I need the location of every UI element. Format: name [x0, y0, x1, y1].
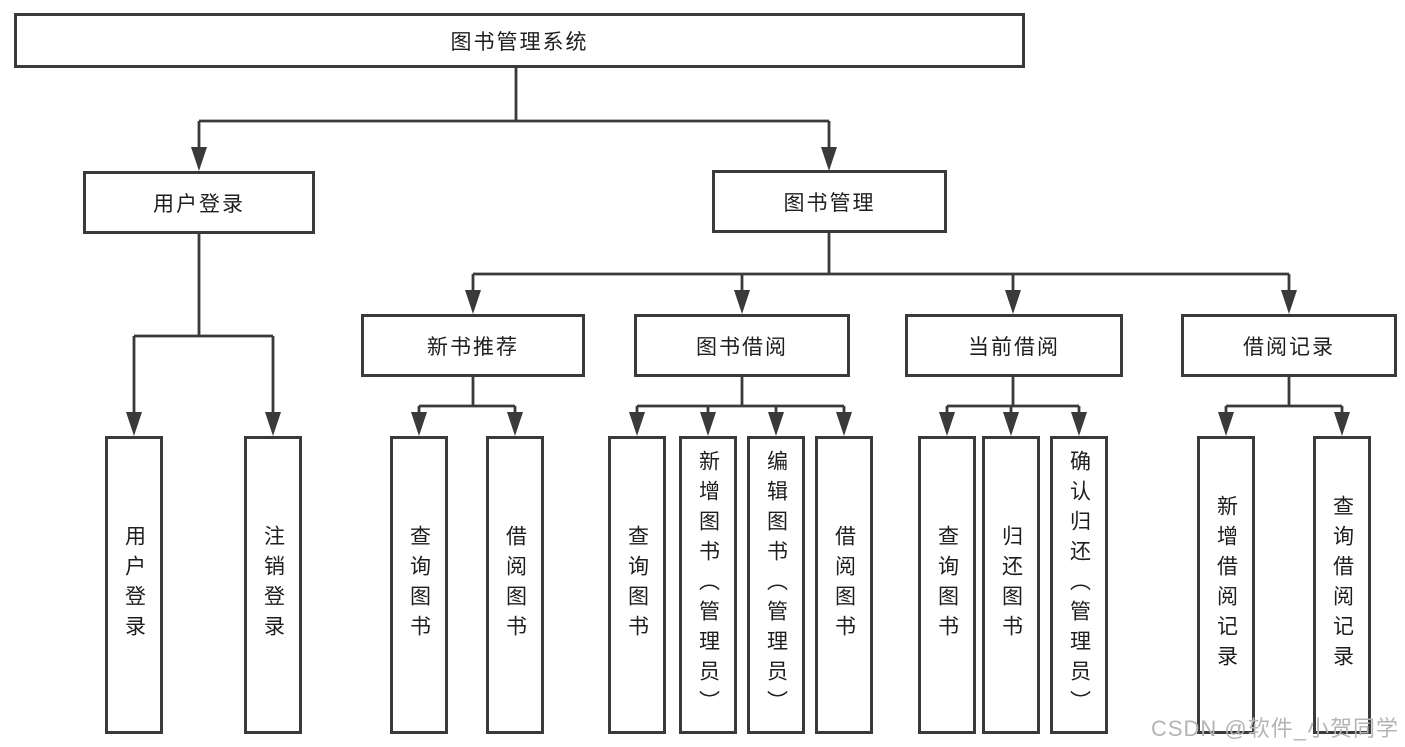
node-book-borrow: 图书借阅 — [634, 314, 850, 377]
arrowhead-icon — [939, 412, 955, 436]
arrowhead-icon — [629, 412, 645, 436]
leaf-edit-book-admin: 编辑图书（管理员） — [747, 436, 805, 734]
csdn-watermark: CSDN @软件_小贺同学 — [1150, 716, 1399, 741]
leaf-confirm-return-admin: 确认归还（管理员） — [1050, 436, 1108, 734]
node-user-login: 用户登录 — [83, 171, 315, 234]
arrowhead-icon — [507, 412, 523, 436]
arrowhead-icon — [1218, 412, 1234, 436]
leaf-return-book: 归还图书 — [982, 436, 1040, 734]
node-borrow-record: 借阅记录 — [1181, 314, 1397, 377]
leaf-borrow-book: 借阅图书 — [815, 436, 873, 734]
arrowhead-icon — [821, 147, 837, 171]
arrowhead-icon — [465, 290, 481, 314]
node-book-management: 图书管理 — [712, 170, 947, 233]
arrowhead-icon — [265, 412, 281, 436]
node-new-book-recommend: 新书推荐 — [361, 314, 585, 377]
leaf-recommend-query-book: 查询图书 — [390, 436, 448, 734]
leaf-borrow-query-book: 查询图书 — [608, 436, 666, 734]
node-current-borrow: 当前借阅 — [905, 314, 1123, 377]
leaf-add-book-admin: 新增图书（管理员） — [679, 436, 737, 734]
arrowhead-icon — [734, 290, 750, 314]
leaf-logout: 注销登录 — [244, 436, 302, 734]
leaf-add-borrow-record: 新增借阅记录 — [1197, 436, 1255, 734]
node-root-system: 图书管理系统 — [14, 13, 1025, 68]
leaf-user-login: 用户登录 — [105, 436, 163, 734]
leaf-current-query-book: 查询图书 — [918, 436, 976, 734]
arrowhead-icon — [836, 412, 852, 436]
arrowhead-icon — [1071, 412, 1087, 436]
arrowhead-icon — [411, 412, 427, 436]
leaf-recommend-borrow-book: 借阅图书 — [486, 436, 544, 734]
arrowhead-icon — [768, 412, 784, 436]
connector-path — [132, 68, 1344, 415]
arrowhead-icon — [191, 147, 207, 171]
leaf-query-borrow-record: 查询借阅记录 — [1313, 436, 1371, 734]
arrowhead-icon — [1334, 412, 1350, 436]
arrowhead-icon — [700, 412, 716, 436]
arrowhead-icon — [1003, 412, 1019, 436]
arrowhead-icon — [1005, 290, 1021, 314]
arrowhead-icon — [126, 412, 142, 436]
arrowhead-icon — [1281, 290, 1297, 314]
